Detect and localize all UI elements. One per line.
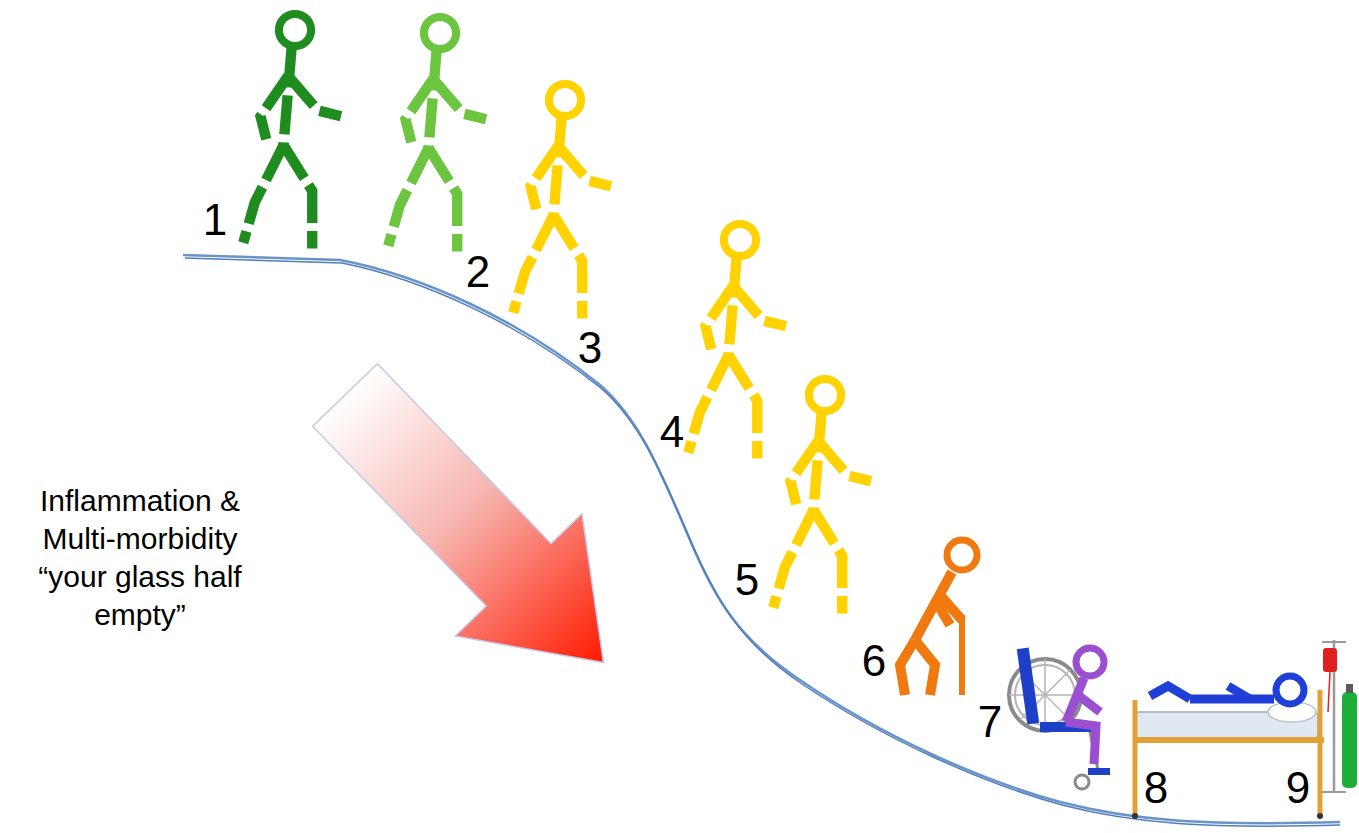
stick-figure <box>688 224 786 459</box>
stick-figure-seated <box>1066 648 1104 764</box>
annotation-text: “your glass half empty” <box>15 558 265 634</box>
decline-arrow <box>282 334 667 724</box>
callout-number: 1 <box>203 198 227 242</box>
wheelchair <box>1009 648 1110 789</box>
oxygen-tank <box>1342 684 1357 788</box>
callout-number: 5 <box>735 558 759 602</box>
hospital-bed <box>1132 690 1324 819</box>
stick-figure-cane <box>900 540 977 695</box>
callout-number: 2 <box>466 250 490 294</box>
slope-line <box>185 258 1340 826</box>
stick-figure <box>773 379 871 614</box>
callout-number: 8 <box>1144 766 1168 810</box>
slope-line <box>183 255 1340 823</box>
callout-number: 3 <box>578 326 602 370</box>
stick-figure <box>513 84 611 319</box>
callout-number: 6 <box>862 639 886 683</box>
stick-figure <box>243 14 341 249</box>
callout-number: 7 <box>978 700 1002 744</box>
callout-number: 4 <box>660 410 684 454</box>
annotation-text: Inflammation & Multi-morbidity <box>15 482 265 558</box>
stick-figure <box>388 17 486 252</box>
stick-figure-lying <box>1150 676 1304 704</box>
callout-number: 9 <box>1286 766 1310 810</box>
